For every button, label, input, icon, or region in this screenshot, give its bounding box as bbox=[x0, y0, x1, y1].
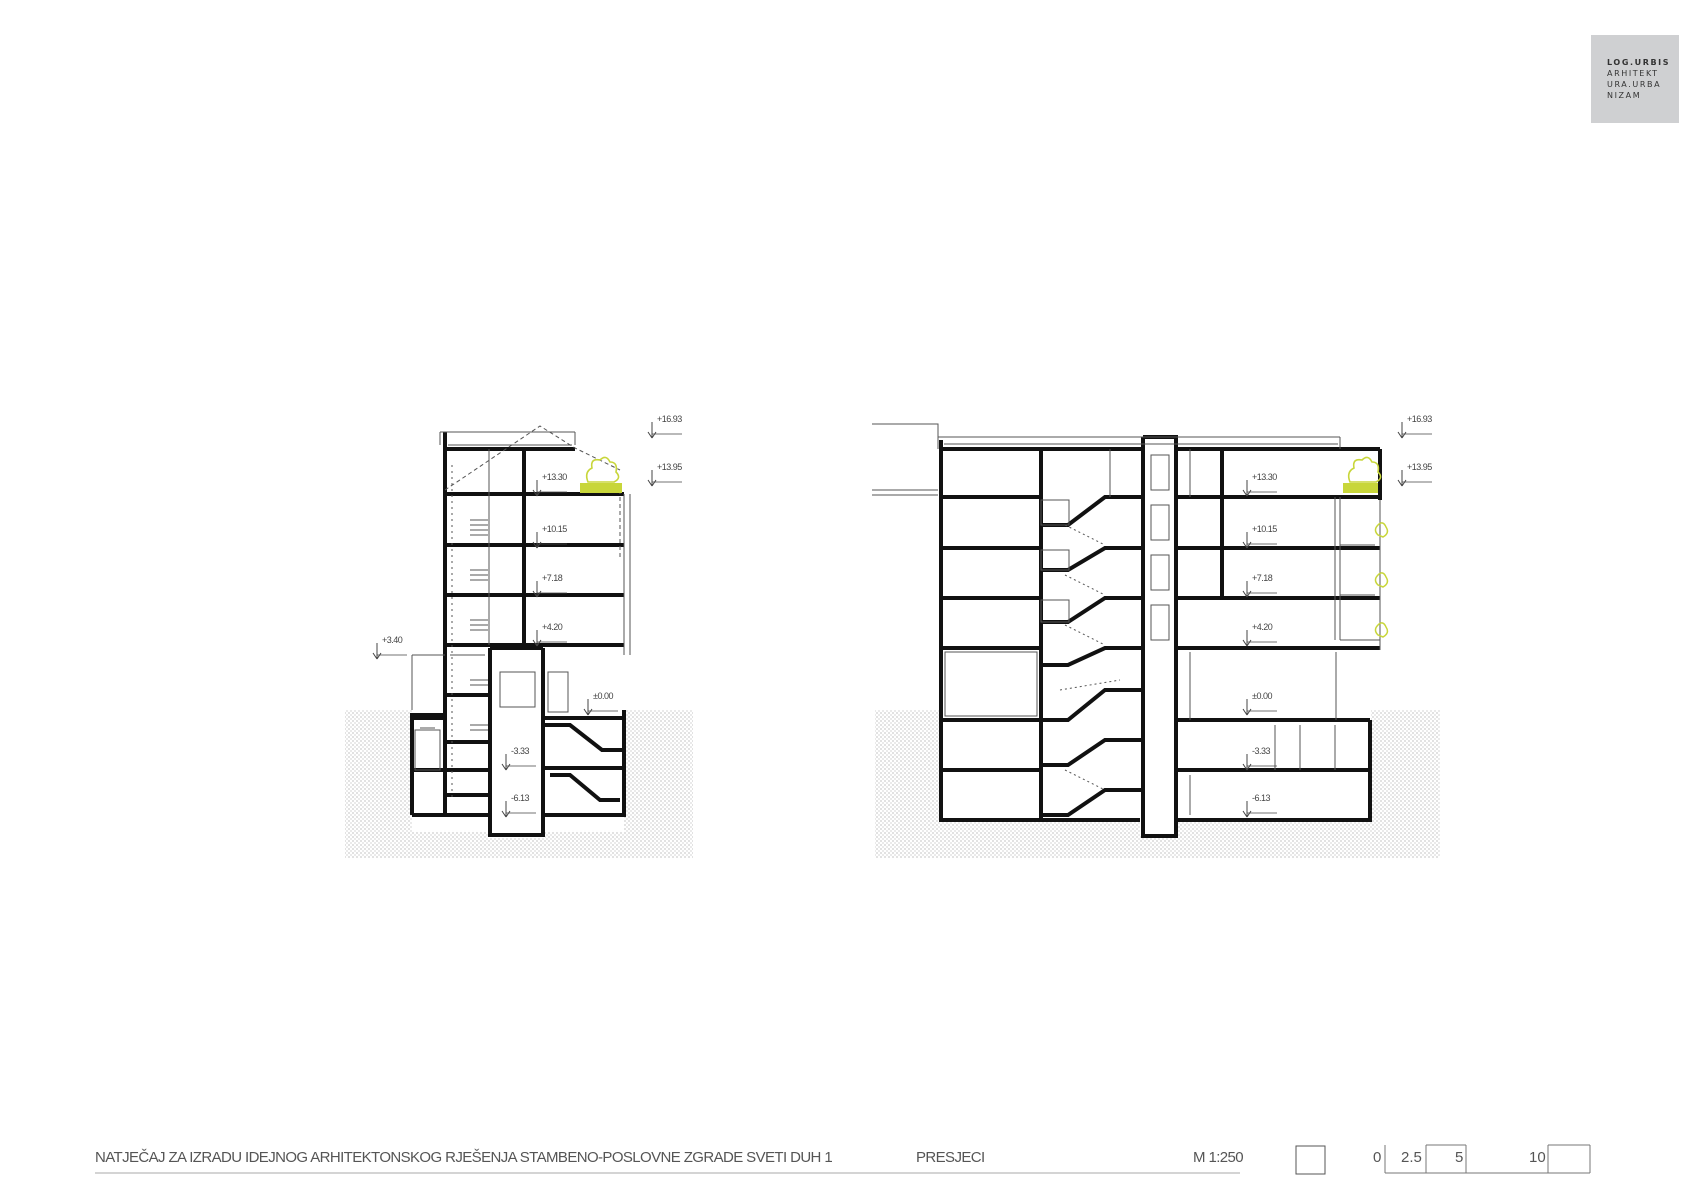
north-box bbox=[1295, 1145, 1326, 1175]
level-marker: -3.33 bbox=[1242, 746, 1277, 771]
level-label: -6.13 bbox=[1252, 793, 1271, 803]
scale-bar bbox=[1384, 1144, 1591, 1174]
level-marker: +4.20 bbox=[1242, 622, 1277, 647]
level-label: +3.40 bbox=[382, 635, 403, 645]
plant-icon bbox=[1374, 522, 1389, 538]
level-label: -3.33 bbox=[1252, 746, 1271, 756]
level-marker: +7.18 bbox=[1242, 573, 1277, 598]
logo-line-2: ARHITEKT bbox=[1607, 69, 1659, 78]
level-label: +7.18 bbox=[1252, 573, 1273, 583]
section-right bbox=[872, 423, 1440, 858]
drawing-scale: M 1:250 bbox=[1193, 1149, 1244, 1166]
level-label: +10.15 bbox=[1252, 524, 1277, 534]
tree-icon bbox=[1347, 456, 1382, 483]
level-marker: -6.13 bbox=[501, 793, 536, 818]
level-marker: +13.30 bbox=[532, 472, 568, 497]
level-label: +13.95 bbox=[1407, 462, 1432, 472]
level-marker: +13.95 bbox=[1397, 462, 1433, 487]
level-marker: +13.30 bbox=[1242, 472, 1278, 497]
level-markers: +16.93 +13.95 +13.30 +10.15 +7.18 +4.20 … bbox=[372, 414, 1433, 818]
scale-bar-label: 2.5 bbox=[1401, 1149, 1422, 1166]
logo-line-3: URA.URBA bbox=[1607, 80, 1662, 89]
scale-bar-label: 5 bbox=[1455, 1149, 1464, 1166]
level-label: +16.93 bbox=[657, 414, 682, 424]
level-marker: +10.15 bbox=[532, 524, 568, 549]
level-marker: +3.40 bbox=[372, 635, 407, 660]
level-label: ±0.00 bbox=[1252, 691, 1272, 701]
level-label: +16.93 bbox=[1407, 414, 1432, 424]
level-marker: +7.18 bbox=[532, 573, 567, 598]
level-label: -3.33 bbox=[511, 746, 530, 756]
level-label: +7.18 bbox=[542, 573, 563, 583]
level-marker: -3.33 bbox=[501, 746, 536, 771]
tree-icon bbox=[585, 456, 620, 483]
level-label: +4.20 bbox=[542, 622, 563, 632]
level-marker: +4.20 bbox=[532, 622, 567, 647]
level-marker: +16.93 bbox=[647, 414, 683, 439]
scale-bar-label: 10 bbox=[1529, 1149, 1546, 1166]
planter-left bbox=[580, 483, 622, 493]
level-marker: +16.93 bbox=[1397, 414, 1433, 439]
level-label: ±0.00 bbox=[593, 691, 613, 701]
level-marker: -6.13 bbox=[1242, 793, 1277, 818]
scale-bar-label: 0 bbox=[1373, 1149, 1382, 1166]
planter-right bbox=[1343, 483, 1378, 493]
logo-line-1: LOG.URBIS bbox=[1607, 58, 1671, 67]
level-label: +10.15 bbox=[542, 524, 567, 534]
level-label: +13.30 bbox=[1252, 472, 1277, 482]
level-label: +4.20 bbox=[1252, 622, 1273, 632]
firm-logo: LOG.URBIS ARHITEKT URA.URBA NIZAM bbox=[1591, 35, 1679, 123]
logo-line-4: NIZAM bbox=[1607, 91, 1642, 100]
level-label: +13.30 bbox=[542, 472, 567, 482]
level-label: -6.13 bbox=[511, 793, 530, 803]
level-marker: +10.15 bbox=[1242, 524, 1278, 549]
level-label: +13.95 bbox=[657, 462, 682, 472]
sheet-title: PRESJECI bbox=[916, 1149, 985, 1166]
level-marker: ±0.00 bbox=[583, 691, 618, 716]
level-marker: +13.95 bbox=[647, 462, 683, 487]
plant-icon bbox=[1374, 572, 1389, 588]
plant-icon bbox=[1374, 622, 1389, 638]
project-title: NATJEČAJ ZA IZRADU IDEJNOG ARHITEKTONSKO… bbox=[95, 1149, 833, 1166]
section-left bbox=[345, 425, 693, 858]
level-marker: ±0.00 bbox=[1242, 691, 1277, 716]
